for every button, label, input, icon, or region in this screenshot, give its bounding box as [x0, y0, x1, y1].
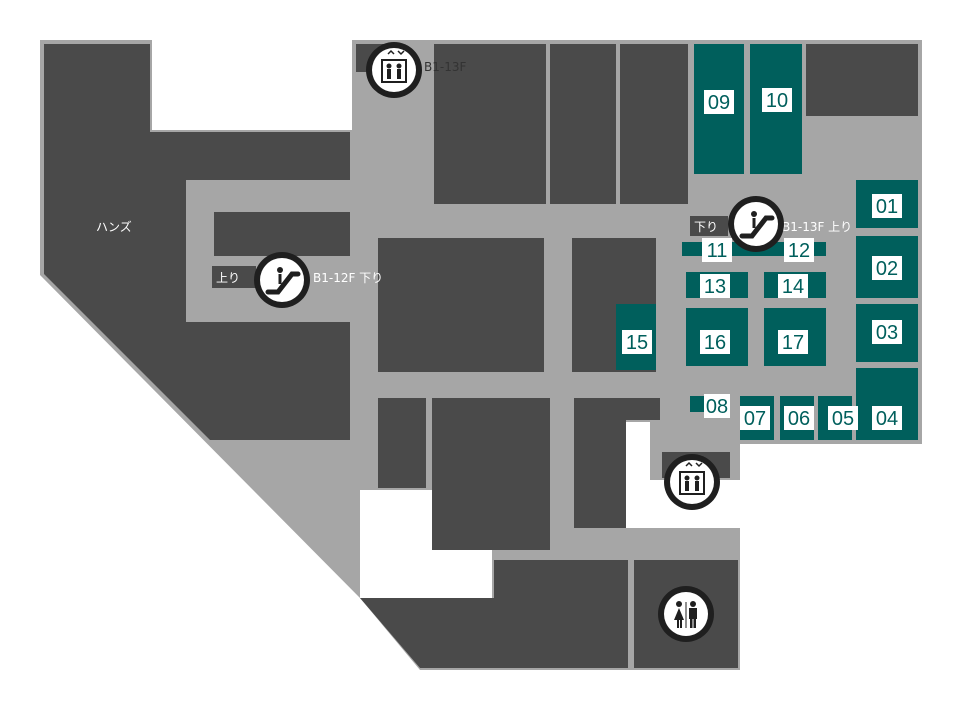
spot-08-badge[interactable] — [704, 394, 730, 418]
spot-13-badge[interactable] — [700, 274, 730, 298]
spot-08-label: 08 — [706, 396, 728, 418]
void-top-left — [152, 40, 352, 130]
spot-17-label: 17 — [782, 332, 804, 354]
spot-01-label: 01 — [876, 196, 898, 218]
spot-10-badge[interactable] — [762, 88, 792, 112]
spot-09-badge[interactable] — [704, 90, 734, 114]
store-low-3[interactable] — [574, 398, 660, 528]
spot-07-label: 07 — [744, 408, 766, 430]
spot-12-badge[interactable] — [784, 238, 814, 262]
store-low-4[interactable] — [360, 560, 628, 668]
spot-05-label: 05 — [832, 408, 854, 430]
esc-right-down-label: 下り — [694, 220, 718, 234]
escalator-icon[interactable] — [254, 252, 310, 308]
store-low-1[interactable] — [378, 398, 426, 488]
esc-right-range-label: B1-13F 上り — [782, 220, 852, 234]
void-bottom-right — [740, 444, 922, 670]
spot-03-badge[interactable] — [872, 320, 902, 344]
elevator-icon[interactable] — [366, 42, 422, 98]
spot-14-badge[interactable] — [778, 274, 808, 298]
spot-04-label: 04 — [876, 408, 898, 430]
restroom-icon[interactable] — [658, 586, 714, 642]
spot-09-label: 09 — [708, 92, 730, 114]
spot-11-label: 11 — [707, 240, 728, 262]
hands-label: ハンズ — [96, 219, 132, 234]
spot-02-label: 02 — [876, 258, 898, 280]
spot-04-badge[interactable] — [872, 406, 902, 430]
spot-06-badge[interactable] — [784, 406, 814, 430]
store-top-2[interactable] — [550, 44, 616, 204]
spot-16-label: 16 — [704, 332, 726, 354]
esc-left-up-label: 上り — [216, 271, 240, 285]
spot-10-label: 10 — [766, 90, 788, 112]
store-hands-inner[interactable] — [214, 212, 350, 256]
spot-11-badge[interactable] — [702, 238, 732, 262]
spot-14-label: 14 — [782, 276, 804, 298]
esc-left-range-label: B1-12F 下り — [313, 271, 383, 285]
spot-15-badge[interactable] — [622, 330, 652, 354]
spot-01-badge[interactable] — [872, 194, 902, 218]
spot-08-area[interactable] — [690, 396, 706, 412]
spots-layer: 01 02 03 04 05 06 07 08 09 10 11 12 13 14 15 16 17 — [616, 44, 918, 440]
esc-right-down-bg — [690, 216, 728, 236]
escalator-icon[interactable] — [728, 196, 784, 252]
spot-17-badge[interactable] — [778, 330, 808, 354]
spot-03-label: 03 — [876, 322, 898, 344]
spot-12-label: 12 — [788, 240, 810, 262]
spot-06-label: 06 — [788, 408, 810, 430]
store-top-3[interactable] — [620, 44, 688, 204]
store-top-1[interactable] — [434, 44, 546, 204]
spot-02-badge[interactable] — [872, 256, 902, 280]
elevator-icon[interactable] — [664, 454, 720, 510]
elev-top-range-label: B1-13F — [424, 60, 466, 74]
store-mid-1[interactable] — [378, 238, 544, 372]
store-top-4[interactable] — [806, 44, 918, 116]
esc-left-up-bg — [212, 266, 256, 288]
spot-13-label: 13 — [704, 276, 726, 298]
spot-07-badge[interactable] — [740, 406, 770, 430]
store-low-2[interactable] — [432, 398, 550, 550]
spot-16-badge[interactable] — [700, 330, 730, 354]
spot-15-label: 15 — [626, 332, 648, 354]
store-hands[interactable] — [44, 44, 350, 440]
spot-05-badge[interactable] — [828, 406, 858, 430]
